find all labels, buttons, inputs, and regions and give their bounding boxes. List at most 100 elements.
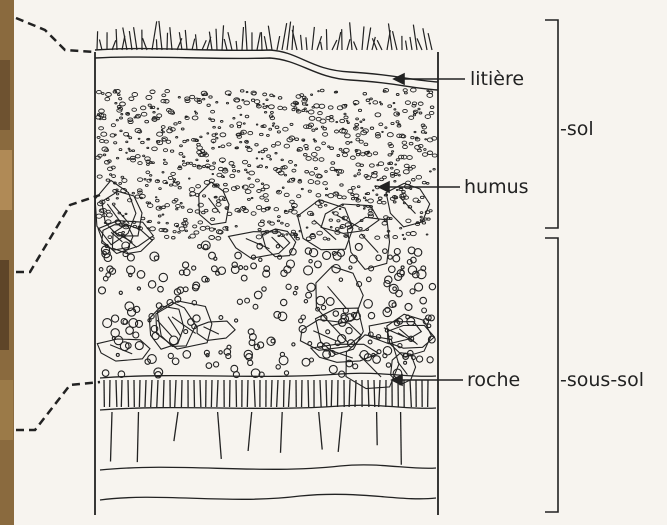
humus-particle xyxy=(348,189,353,193)
humus-particle xyxy=(275,153,277,154)
gravel xyxy=(168,353,173,358)
gravel xyxy=(137,271,145,279)
humus-particle xyxy=(321,126,324,128)
humus-particle xyxy=(178,231,181,233)
humus-particle xyxy=(170,184,173,186)
humus-particle xyxy=(118,94,121,96)
gravel xyxy=(326,330,330,334)
humus-particle xyxy=(230,125,234,128)
grass-blade xyxy=(123,28,127,50)
gravel xyxy=(323,251,331,259)
humus-particle xyxy=(343,153,348,157)
gravel xyxy=(364,300,373,309)
grass-blade xyxy=(134,27,137,50)
humus-particle xyxy=(363,208,365,209)
gravel xyxy=(316,296,325,305)
humus-particle xyxy=(242,99,244,100)
gravel xyxy=(292,343,295,346)
rock-crack xyxy=(208,198,220,213)
gravel xyxy=(389,266,396,273)
humus-particle xyxy=(263,93,267,96)
humus-particle xyxy=(400,227,402,229)
humus-particle xyxy=(388,154,391,156)
humus-particle xyxy=(278,191,280,192)
grass-blade xyxy=(306,37,307,50)
humus-particle xyxy=(108,236,112,239)
humus-particle xyxy=(269,105,275,109)
humus-particle xyxy=(325,188,327,190)
humus-particle xyxy=(394,174,397,176)
humus-particle xyxy=(106,220,111,224)
humus-particle xyxy=(320,119,326,123)
humus-particle xyxy=(161,126,165,129)
grass-blade xyxy=(170,27,172,50)
rock xyxy=(149,306,184,349)
humus-particle xyxy=(304,145,308,148)
humus-particle xyxy=(294,236,296,238)
bedrock-stripe xyxy=(139,380,140,407)
humus-particle xyxy=(232,165,235,167)
gravel xyxy=(420,297,427,304)
humus-particle xyxy=(159,207,161,208)
humus-particle xyxy=(105,97,110,100)
humus-particle xyxy=(355,127,357,128)
litter-layer xyxy=(95,49,438,90)
grass-blade xyxy=(413,25,417,50)
bedrock-fracture xyxy=(137,412,138,462)
humus-particle xyxy=(248,165,251,167)
humus-particle xyxy=(396,94,399,96)
humus-particle xyxy=(110,174,112,176)
humus-particle xyxy=(264,148,268,151)
dashed-leaders xyxy=(16,18,100,430)
humus-particle xyxy=(430,171,432,172)
humus-particle xyxy=(119,182,122,184)
humus-particle xyxy=(351,186,355,189)
humus-particle xyxy=(233,118,235,120)
humus-particle xyxy=(189,178,191,179)
gravel xyxy=(410,289,415,294)
humus-particle xyxy=(403,109,408,112)
gravel xyxy=(202,276,208,282)
humus-particle xyxy=(267,155,271,158)
humus-particle xyxy=(209,118,211,119)
bedrock-stripe xyxy=(145,380,146,407)
grass-blade xyxy=(264,36,267,50)
humus-particle xyxy=(418,149,422,152)
humus-particle xyxy=(157,132,163,136)
humus-particle xyxy=(119,98,122,100)
gravel xyxy=(376,255,381,260)
humus-particle xyxy=(189,162,192,164)
humus-particle xyxy=(254,100,259,104)
gravel xyxy=(339,278,342,281)
humus-particle xyxy=(346,142,350,145)
humus-particle xyxy=(427,93,433,97)
bedrock-stripe xyxy=(157,380,158,407)
humus-particle xyxy=(427,151,432,155)
humus-particle xyxy=(150,175,152,177)
humus-particle xyxy=(405,101,410,105)
grass-blade xyxy=(196,34,197,50)
gravel xyxy=(368,312,374,318)
gravel xyxy=(385,276,392,283)
humus-particle xyxy=(418,102,423,105)
gravel xyxy=(335,341,340,346)
humus-particle xyxy=(96,214,102,218)
gravel xyxy=(116,353,119,356)
gravel xyxy=(235,252,242,259)
humus-particle xyxy=(284,144,289,148)
grass-blade xyxy=(282,23,287,50)
bedrock-stripe xyxy=(349,380,350,407)
humus-particle xyxy=(372,173,374,174)
grass-blade xyxy=(228,32,232,50)
humus-particle xyxy=(97,90,102,93)
humus-particle xyxy=(159,228,164,231)
gravel xyxy=(254,291,262,299)
gravel xyxy=(310,358,314,362)
humus-particle xyxy=(197,143,201,146)
gravel xyxy=(429,283,435,289)
gravel xyxy=(244,266,248,270)
bedrock-fracture xyxy=(218,412,222,459)
humus-particle xyxy=(106,93,112,97)
humus-particle xyxy=(260,196,264,199)
humus-particle xyxy=(412,104,416,107)
